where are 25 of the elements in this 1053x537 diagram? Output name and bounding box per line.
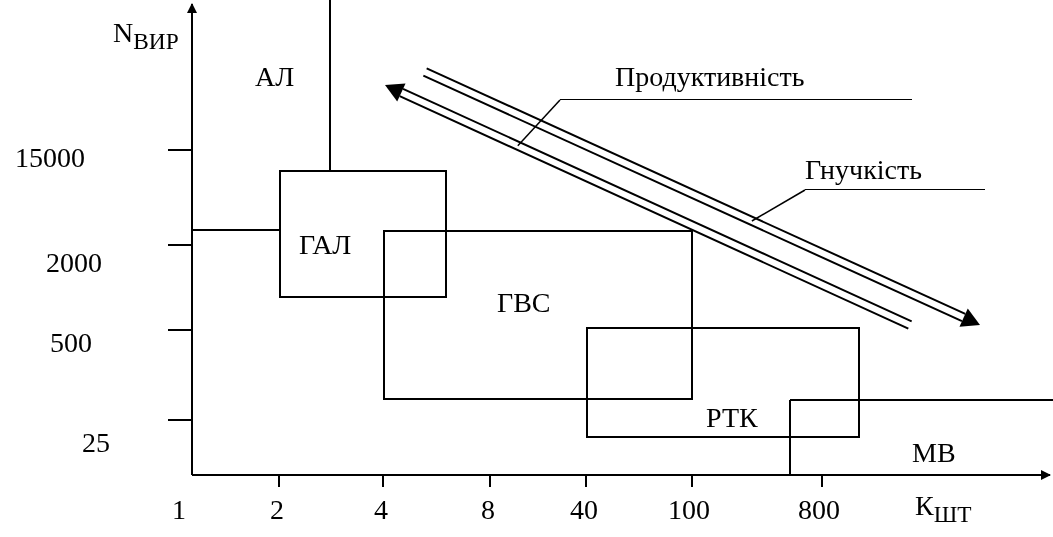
region-box: [586, 327, 860, 438]
leader-line: [751, 189, 806, 222]
region-label: АЛ: [255, 62, 295, 93]
tick-label: 15000: [15, 143, 85, 174]
leader-line: [517, 99, 561, 147]
region-label: МВ: [912, 438, 956, 469]
arrow-label: Продуктивність: [560, 62, 912, 100]
region-label: ГАЛ: [299, 230, 352, 261]
region-label: РТК: [706, 403, 758, 434]
tick-label: 1: [172, 495, 186, 526]
region-label: ГВС: [497, 288, 551, 319]
direction-arrow: [422, 67, 980, 327]
tick-label: 2: [270, 495, 284, 526]
axis-title: К$_{ШТ}$: [915, 491, 972, 528]
tick-label: 8: [481, 495, 495, 526]
region-box: [383, 230, 693, 400]
tick-label: 800: [798, 495, 840, 526]
tick-label: 25: [82, 428, 110, 459]
axis-title: N$_{ВИР}$: [113, 18, 179, 55]
tick-label: 2000: [46, 248, 102, 279]
tick-label: 4: [374, 495, 388, 526]
tick-label: 500: [50, 328, 92, 359]
region-box: [279, 170, 447, 298]
tick-label: 40: [570, 495, 598, 526]
tick-label: 100: [668, 495, 710, 526]
